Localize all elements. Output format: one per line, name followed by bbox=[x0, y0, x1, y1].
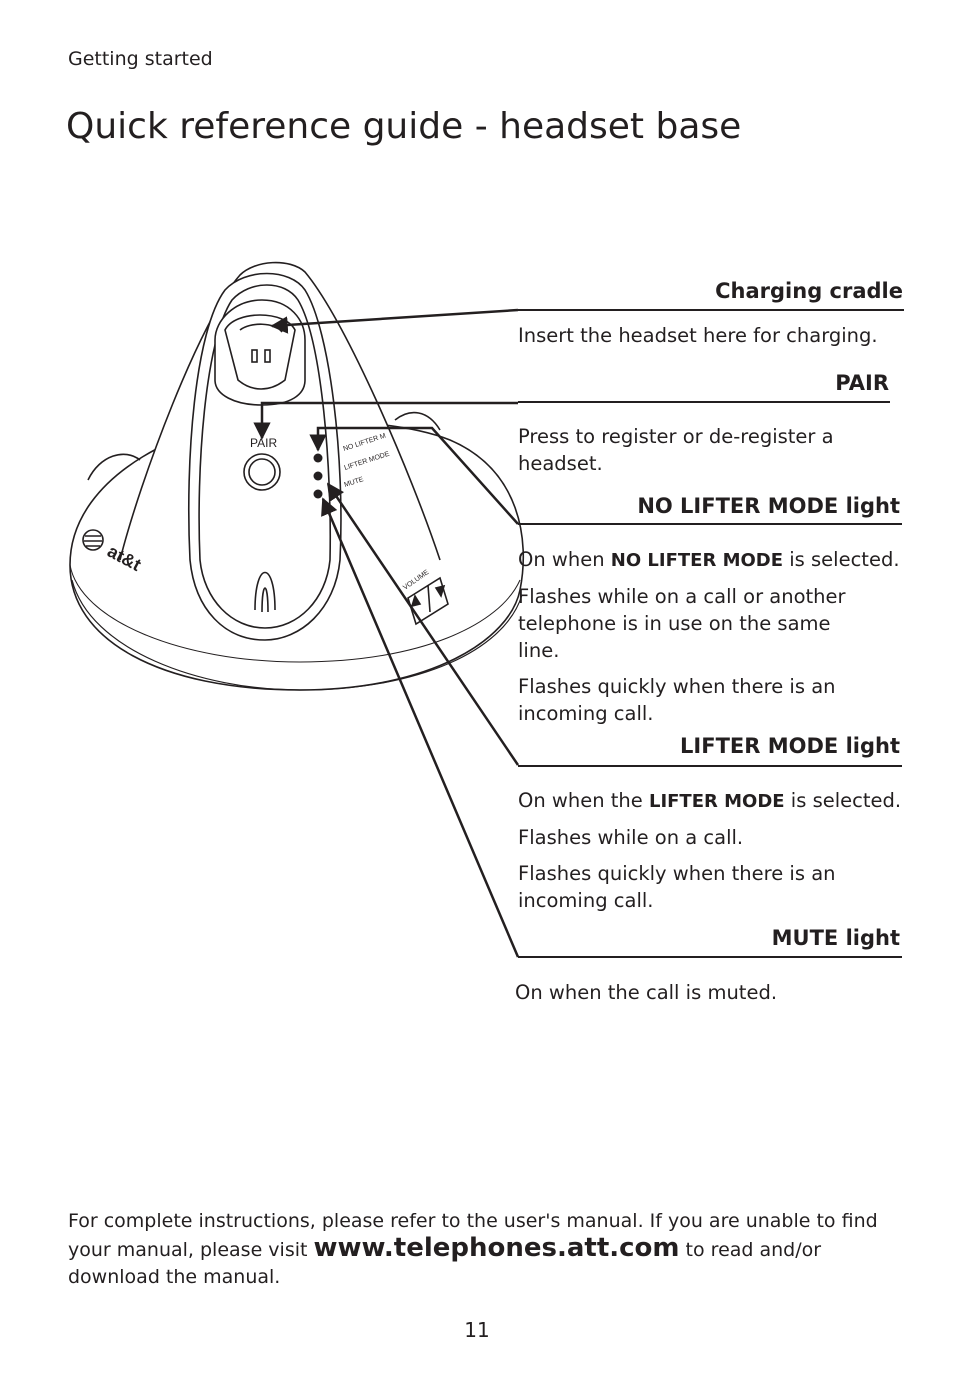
manual-url-link[interactable]: www.telephones.att.com bbox=[313, 1233, 680, 1263]
pair-rule bbox=[518, 401, 890, 403]
mute-led bbox=[313, 489, 323, 499]
pair-desc: Press to register or de-register a heads… bbox=[518, 423, 858, 486]
section-label: Getting started bbox=[68, 48, 213, 70]
mute-heading: MUTE light bbox=[771, 926, 900, 950]
base-body bbox=[69, 261, 525, 691]
lifter-mode-heading: LIFTER MODE light bbox=[680, 734, 900, 758]
no-lifter-mode-rule bbox=[518, 523, 902, 525]
lifter-mode-line1: On when the LIFTER MODE is selected. bbox=[518, 789, 902, 812]
lifter-mode-desc: On when the LIFTER MODE is selected. Fla… bbox=[518, 787, 908, 923]
footer-text-end: to read and/or download the manual. bbox=[68, 1239, 822, 1288]
pair-heading: PAIR bbox=[835, 371, 889, 395]
footer-note: For complete instructions, please refer … bbox=[68, 1208, 898, 1291]
charging-cradle-desc: Insert the headset here for charging. bbox=[518, 322, 908, 358]
no-lifter-mode-led bbox=[313, 453, 323, 463]
no-lifter-mode-line3: Flashes quickly when there is an incomin… bbox=[518, 675, 836, 725]
mute-rule bbox=[518, 956, 902, 958]
no-lifter-mode-heading: NO LIFTER MODE light bbox=[637, 494, 900, 518]
device-pair-label: PAIR bbox=[250, 436, 277, 450]
no-lifter-mode-line1: On when NO LIFTER MODE is selected. bbox=[518, 548, 900, 571]
charging-cradle-text: Insert the headset here for charging. bbox=[518, 324, 878, 347]
mute-desc: On when the call is muted. bbox=[515, 979, 905, 1015]
no-lifter-mode-line2: Flashes while on a call or another telep… bbox=[518, 585, 846, 662]
page-number: 11 bbox=[464, 1318, 490, 1342]
charging-cradle-rule bbox=[518, 309, 904, 311]
charging-cradle-heading: Charging cradle bbox=[715, 279, 903, 303]
pair-text: Press to register or de-register a heads… bbox=[518, 425, 834, 475]
no-lifter-mode-desc: On when NO LIFTER MODE is selected. Flas… bbox=[518, 546, 908, 736]
footer-text: For complete instructions, please refer … bbox=[68, 1210, 878, 1261]
page-title: Quick reference guide - headset base bbox=[66, 106, 742, 147]
lifter-mode-line2: Flashes while on a call. bbox=[518, 826, 744, 849]
mute-text: On when the call is muted. bbox=[515, 981, 778, 1004]
lifter-mode-line3: Flashes quickly when there is an incomin… bbox=[518, 862, 836, 912]
callout-leaders bbox=[253, 308, 520, 958]
lifter-mode-rule bbox=[518, 765, 902, 767]
lifter-mode-led bbox=[313, 471, 323, 481]
